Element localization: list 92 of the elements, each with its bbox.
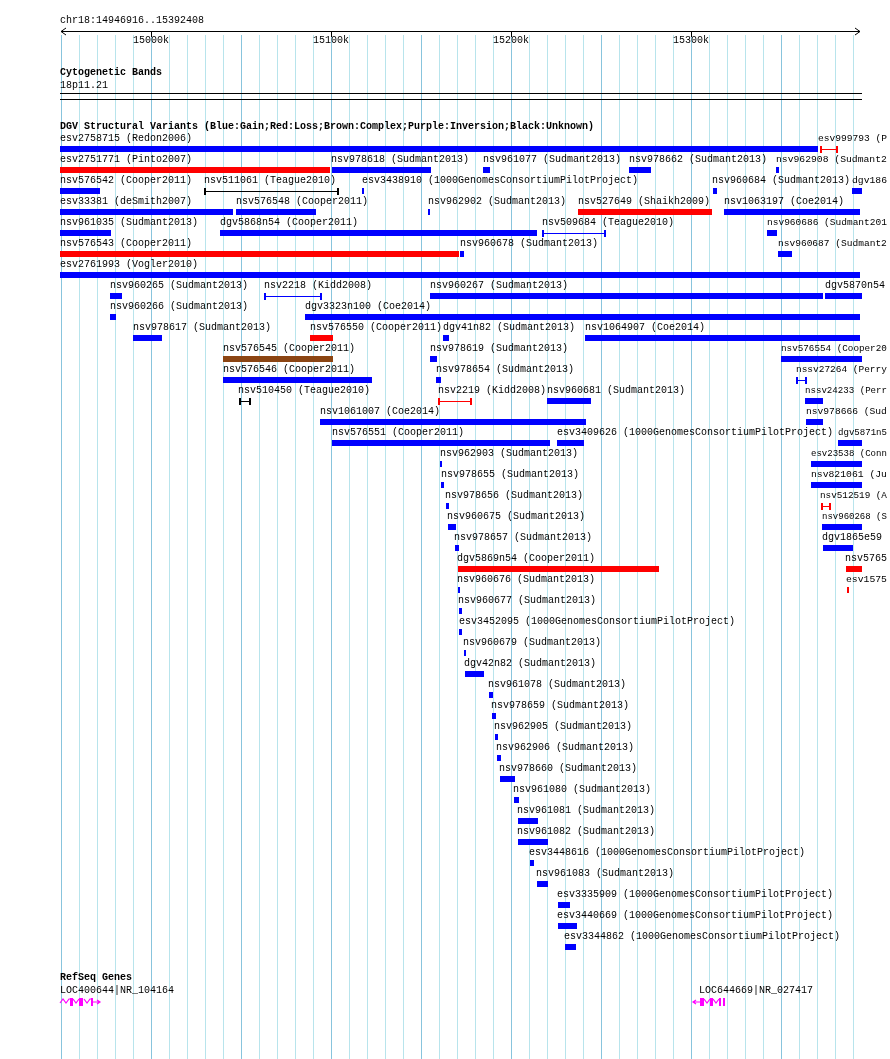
variant-label: esv3452095 (1000GenomesConsortiumPilotProject) bbox=[459, 616, 736, 628]
variant-label: nsv961081 (Sudmant2013) bbox=[517, 805, 656, 817]
variant-label: esv999793 (P bbox=[818, 133, 887, 145]
gene-label: LOC400644|NR_104164 bbox=[60, 985, 175, 997]
variant-label: nsv576554 (Cooper20 bbox=[781, 343, 887, 355]
variant-label: nsv978666 (Sud bbox=[806, 406, 887, 418]
variant-label: esv3440669 (1000GenomesConsortiumPilotProject) bbox=[557, 910, 834, 922]
variant-label: nsv960675 (Sudmant2013) bbox=[447, 511, 586, 523]
variant-label: dgv5869n54 (Cooper2011) bbox=[457, 553, 596, 565]
variant-label: nsv960679 (Sudmant2013) bbox=[463, 637, 602, 649]
variant-label: dgv5870n54 bbox=[825, 280, 885, 292]
variant-label: nsv576542 (Cooper2011) bbox=[60, 175, 193, 187]
variant-label: nsv960267 (Sudmant2013) bbox=[430, 280, 569, 292]
variant-label: esv3438910 (1000GenomesConsortiumPilotProject) bbox=[362, 175, 639, 187]
variant-label: nsv576543 (Cooper2011) bbox=[60, 238, 193, 250]
variant-label: nsv1063197 (Coe2014) bbox=[724, 196, 845, 208]
variant-label: nssv24233 (Perr bbox=[805, 385, 887, 397]
variant-label: nsv576550 (Cooper2011) bbox=[310, 322, 443, 334]
variant-label: esv33381 (deSmith2007) bbox=[60, 196, 193, 208]
variant-label: nsv5765 bbox=[845, 553, 887, 565]
variant-label: nsv511061 (Teague2010) bbox=[204, 175, 337, 187]
variant-label: nsv962902 (Sudmant2013) bbox=[428, 196, 567, 208]
variant-label: nsv1061007 (Coe2014) bbox=[320, 406, 441, 418]
variant-label: dgv41n82 (Sudmant2013) bbox=[443, 322, 576, 334]
variant-label: esv3409626 (1000GenomesConsortiumPilotProject) bbox=[557, 427, 834, 439]
variant-label: nsv527649 (Shaikh2009) bbox=[578, 196, 711, 208]
variant-label: nsv576551 (Cooper2011) bbox=[332, 427, 465, 439]
variant-label: nsv1064907 (Coe2014) bbox=[585, 322, 706, 334]
variant-label: nsv978617 (Sudmant2013) bbox=[133, 322, 272, 334]
variant-label: nsv960266 (Sudmant2013) bbox=[110, 301, 249, 313]
variant-label: nsv509684 (Teague2010) bbox=[542, 217, 675, 229]
variant-label: nsv978662 (Sudmant2013) bbox=[629, 154, 768, 166]
track-heading: DGV Structural Variants (Blue:Gain;Red:Loss;Brown:Complex;Purple:Inversion;Black:Unknown) bbox=[60, 121, 595, 133]
variant-label: nsv821061 (Ju bbox=[811, 469, 887, 481]
variant-label: nsv962905 (Sudmant2013) bbox=[494, 721, 633, 733]
variant-label: dgv1865e59 bbox=[822, 532, 882, 544]
gene-label: LOC644669|NR_027417 bbox=[699, 985, 814, 997]
variant-label: nsv960684 (Sudmant2013) bbox=[712, 175, 851, 187]
variant-label: nsv978659 (Sudmant2013) bbox=[491, 700, 630, 712]
variant-label: nsv961078 (Sudmant2013) bbox=[488, 679, 627, 691]
variant-label: nsv978618 (Sudmant2013) bbox=[331, 154, 470, 166]
variant-label: esv3335909 (1000GenomesConsortiumPilotProject) bbox=[557, 889, 834, 901]
variant-label: nssv27264 (Perry bbox=[796, 364, 887, 376]
variant-label: dgv5868n54 (Cooper2011) bbox=[220, 217, 359, 229]
variant-label: nsv960265 (Sudmant2013) bbox=[110, 280, 249, 292]
variant-label: esv2758715 (Redon2006) bbox=[60, 133, 193, 145]
variant-label: nsv961082 (Sudmant2013) bbox=[517, 826, 656, 838]
variant-label: nsv962908 (Sudmant2 bbox=[776, 154, 887, 166]
variant-label: dgv5871n5 bbox=[838, 427, 887, 439]
tick-label: 15300k bbox=[673, 35, 709, 47]
variant-label: nsv978655 (Sudmant2013) bbox=[441, 469, 580, 481]
variant-label: nsv960686 (Sudmant201 bbox=[767, 217, 887, 229]
variant-label: nsv960687 (Sudmant2 bbox=[778, 238, 887, 250]
variant-label: nsv961080 (Sudmant2013) bbox=[513, 784, 652, 796]
variant-label: nsv510450 (Teague2010) bbox=[238, 385, 371, 397]
variant-label: nsv512519 (A bbox=[820, 490, 887, 502]
variant-label: esv3344862 (1000GenomesConsortiumPilotProject) bbox=[564, 931, 841, 943]
variant-label: nsv962903 (Sudmant2013) bbox=[440, 448, 579, 460]
variant-label: nsv961035 (Sudmant2013) bbox=[60, 217, 199, 229]
variant-label: nsv978657 (Sudmant2013) bbox=[454, 532, 593, 544]
tick-label: 15100k bbox=[313, 35, 349, 47]
variant-label: nsv2218 (Kidd2008) bbox=[264, 280, 373, 292]
variant-label: nsv961077 (Sudmant2013) bbox=[483, 154, 622, 166]
band-label: 18p11.21 bbox=[60, 80, 108, 92]
variant-label: nsv960681 (Sudmant2013) bbox=[547, 385, 686, 397]
variant-label: dgv42n82 (Sudmant2013) bbox=[464, 658, 597, 670]
tick-label: 15000k bbox=[133, 35, 169, 47]
variant-label: nsv576546 (Cooper2011) bbox=[223, 364, 356, 376]
variant-label: nsv960676 (Sudmant2013) bbox=[457, 574, 596, 586]
variant-label: nsv978656 (Sudmant2013) bbox=[445, 490, 584, 502]
variant-label: nsv962906 (Sudmant2013) bbox=[496, 742, 635, 754]
variant-label: nsv960268 (S bbox=[822, 511, 887, 523]
variant-label: esv3448616 (1000GenomesConsortiumPilotProject) bbox=[529, 847, 806, 859]
variant-label: nsv576548 (Cooper2011) bbox=[236, 196, 369, 208]
variant-label: nsv960677 (Sudmant2013) bbox=[458, 595, 597, 607]
variant-label: dgv186 bbox=[852, 175, 887, 187]
variant-label: esv1575 bbox=[846, 574, 887, 586]
variant-label: esv2761993 (Vogler2010) bbox=[60, 259, 199, 271]
variant-label: nsv2219 (Kidd2008) bbox=[438, 385, 547, 397]
track-heading: RefSeq Genes bbox=[60, 972, 132, 984]
variant-label: nsv961083 (Sudmant2013) bbox=[536, 868, 675, 880]
track-heading: Cytogenetic Bands bbox=[60, 67, 163, 79]
variant-label: nsv978660 (Sudmant2013) bbox=[499, 763, 638, 775]
tick-label: 15200k bbox=[493, 35, 529, 47]
variant-label: dgv3323n100 (Coe2014) bbox=[305, 301, 432, 313]
variant-label: esv23538 (Conn bbox=[811, 448, 887, 460]
variant-label: nsv576545 (Cooper2011) bbox=[223, 343, 356, 355]
variant-label: nsv978654 (Sudmant2013) bbox=[436, 364, 575, 376]
chromosome-position: chr18:14946916..15392408 bbox=[60, 15, 205, 27]
variant-label: nsv960678 (Sudmant2013) bbox=[460, 238, 599, 250]
variant-label: esv2751771 (Pinto2007) bbox=[60, 154, 193, 166]
variant-label: nsv978619 (Sudmant2013) bbox=[430, 343, 569, 355]
